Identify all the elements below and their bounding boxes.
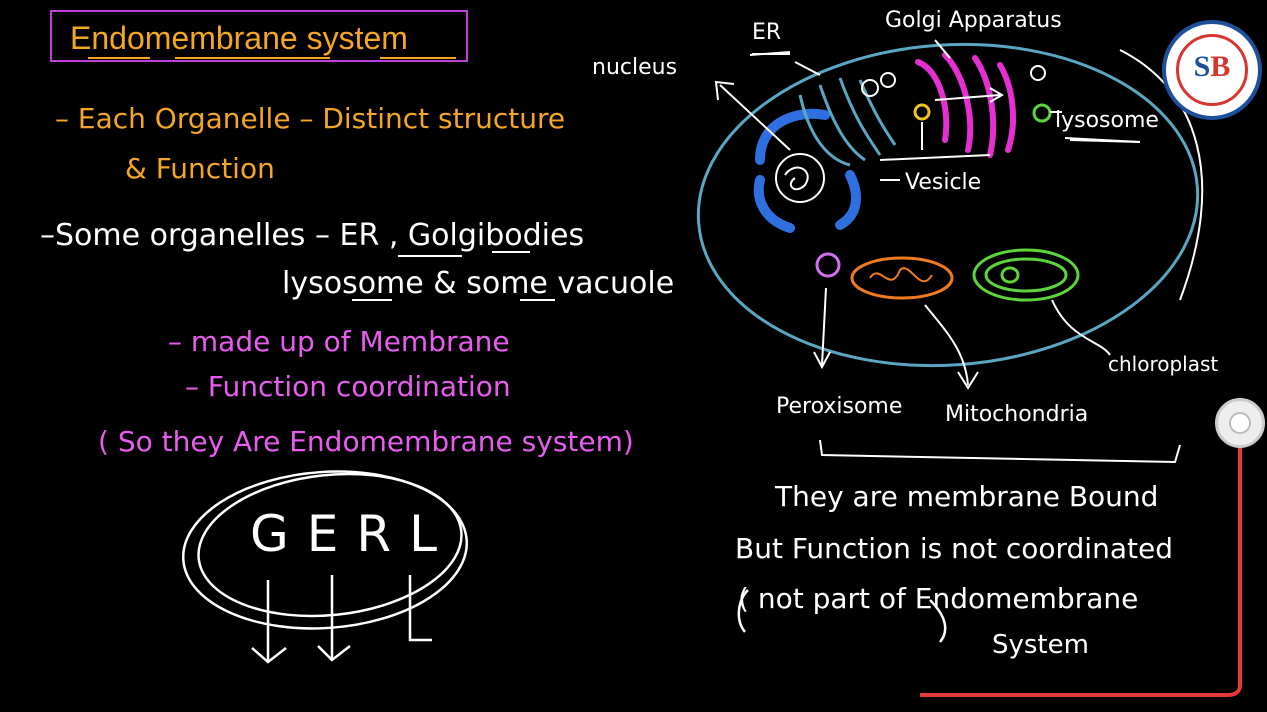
- label-er: ER: [752, 20, 782, 45]
- label-lysosome: lysosome: [1055, 108, 1159, 133]
- chloroplast-drawing: [972, 248, 1080, 302]
- note-line-5: – made up of Membrane: [168, 325, 510, 358]
- logo-ring: [1176, 34, 1248, 106]
- lysosome-circle: [1032, 103, 1052, 123]
- label-underlines: [752, 53, 1141, 143]
- small-vesicle: [1030, 65, 1046, 81]
- er-vesicle-2: [880, 72, 896, 88]
- cell-membrane: [696, 42, 1200, 368]
- mitochondria-drawing: [850, 256, 954, 300]
- er-drawing: [798, 77, 897, 167]
- conclusion-line-1: They are membrane Bound: [775, 480, 1159, 513]
- peroxisome-circle: [815, 252, 841, 278]
- label-golgi: Golgi Apparatus: [885, 8, 1062, 33]
- note-line-3: –Some organelles – ER , Golgibodies: [40, 218, 585, 253]
- label-mitochondria: Mitochondria: [945, 402, 1089, 427]
- pointer-button: [1229, 412, 1251, 434]
- cell-membrane-outer: [1119, 49, 1204, 301]
- label-pointers: [714, 39, 1181, 464]
- channel-logo: SB: [1162, 20, 1262, 120]
- gerl-oval: [181, 470, 469, 630]
- note-line-7: ( So they Are Endomembrane system): [98, 425, 634, 458]
- note-line-6: – Function coordination: [185, 370, 511, 403]
- label-nucleus: nucleus: [592, 55, 678, 80]
- nucleus-drawing: [753, 108, 861, 233]
- note-line-4: lysosome & some vacuole: [282, 266, 675, 301]
- laser-pointer-icon[interactable]: [1215, 398, 1265, 448]
- label-vesicle: Vesicle: [905, 170, 982, 195]
- parentheses: [737, 589, 947, 643]
- label-peroxisome: Peroxisome: [776, 394, 903, 419]
- page-title: Endomembrane system: [70, 20, 408, 56]
- logo-monogram-s: S: [1193, 50, 1211, 83]
- conclusion-line-3: ( not part of Endomembrane: [738, 582, 1139, 615]
- vesicle-circle: [913, 103, 931, 121]
- conclusion-line-2: But Function is not coordinated: [735, 532, 1173, 565]
- note-underlines: [352, 251, 555, 301]
- pointer-cable: [920, 448, 1242, 697]
- logo-monogram-b: B: [1210, 50, 1231, 83]
- gerl-mnemonic: GERL: [250, 505, 455, 563]
- golgi-drawing: [915, 52, 1016, 158]
- gerl-arrows: [251, 575, 432, 664]
- title-box: Endomembrane system: [50, 10, 468, 62]
- logo-monogram: SB: [1166, 50, 1258, 84]
- note-line-1: – Each Organelle – Distinct structure: [55, 102, 566, 135]
- conclusion-line-4: System: [992, 630, 1089, 660]
- er-vesicle-1: [861, 79, 879, 97]
- label-chloroplast: chloroplast: [1108, 352, 1219, 376]
- note-line-2: & Function: [125, 152, 275, 185]
